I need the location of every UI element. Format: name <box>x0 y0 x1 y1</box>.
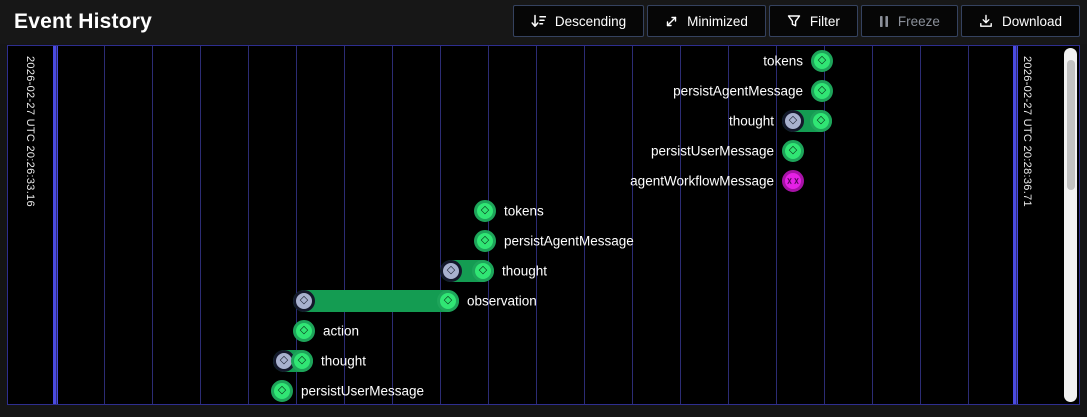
event-label: action <box>323 323 360 339</box>
diamond-icon: ◇ <box>297 354 307 366</box>
gridline <box>920 46 921 404</box>
event-label: persistAgentMessage <box>673 83 803 99</box>
timeline-plot: ◇ tokens ◇ persistAgentMessage ◇ ◇ thought ◇ per… <box>8 46 1079 404</box>
filter-button-label: Filter <box>809 13 840 29</box>
event-marker-green[interactable]: ◇ <box>811 80 833 102</box>
diamond-icon: ◇ <box>788 114 798 126</box>
event-marker-green[interactable]: ◇ <box>811 50 833 72</box>
event-label: persistUserMessage <box>650 143 774 159</box>
gridline <box>344 46 345 404</box>
event-marker-green[interactable]: ◇ <box>810 110 832 132</box>
event-label: agentWorkflowMessage <box>630 173 774 189</box>
timeline-start-edge-bar <box>53 46 58 404</box>
minimize-icon <box>665 15 678 28</box>
event-duration-bar[interactable] <box>293 290 459 312</box>
gridline <box>56 46 57 404</box>
event-label: thought <box>728 113 774 129</box>
gridline <box>872 46 873 404</box>
event-label: thought <box>321 353 367 369</box>
event-marker-magenta[interactable] <box>782 170 804 192</box>
gridline <box>1016 46 1017 404</box>
download-button-label: Download <box>1001 13 1062 29</box>
minimized-button-label: Minimized <box>687 13 748 29</box>
diamond-icon: ◇ <box>443 294 453 306</box>
diamond-icon: ◇ <box>299 294 309 306</box>
event-label: tokens <box>504 203 544 219</box>
gridline <box>248 46 249 404</box>
event-marker-green[interactable]: ◇ <box>291 350 313 372</box>
event-marker-green[interactable]: ◇ <box>437 290 459 312</box>
event-label: observation <box>467 293 537 309</box>
gridline <box>632 46 633 404</box>
gridline <box>392 46 393 404</box>
timeline-end-timestamp: 2026-02-27 UTC 20:28:36.71 <box>1021 56 1033 207</box>
event-marker-green[interactable]: ◇ <box>782 140 804 162</box>
download-icon <box>979 14 993 28</box>
scrollbar-thumb[interactable] <box>1066 60 1075 190</box>
event-label: persistUserMessage <box>301 383 425 399</box>
diamond-icon: ◇ <box>279 354 289 366</box>
toolbar: Descending Minimized Filter Freeze Downl… <box>512 5 1080 37</box>
diamond-icon: ◇ <box>478 264 488 276</box>
gridline <box>968 46 969 404</box>
event-marker-gray[interactable]: ◇ <box>293 290 315 312</box>
event-marker-green[interactable]: ◇ <box>271 380 293 402</box>
gridline <box>200 46 201 404</box>
event-marker-green[interactable]: ◇ <box>474 230 496 252</box>
diamond-icon: ◇ <box>277 384 287 396</box>
workflow-icon <box>787 172 799 190</box>
filter-button[interactable]: Filter <box>768 5 858 37</box>
gridline <box>776 46 777 404</box>
descending-button[interactable]: Descending <box>512 5 645 37</box>
event-marker-gray[interactable]: ◇ <box>782 110 804 132</box>
gridline <box>152 46 153 404</box>
gridline <box>584 46 585 404</box>
gridline <box>728 46 729 404</box>
header-bar: Event History Descending Minimized Filte… <box>0 0 1087 44</box>
diamond-icon: ◇ <box>446 264 456 276</box>
event-marker-green[interactable]: ◇ <box>472 260 494 282</box>
download-button[interactable]: Download <box>960 5 1080 37</box>
timeline-start-timestamp: 2026-02-27 UTC 20:26:33.16 <box>24 56 36 207</box>
scrollbar-track[interactable] <box>1064 48 1077 402</box>
gridline <box>440 46 441 404</box>
gridline <box>536 46 537 404</box>
diamond-icon: ◇ <box>817 54 827 66</box>
filter-funnel-icon <box>787 14 801 28</box>
sort-descending-icon <box>531 14 546 28</box>
gridline <box>824 46 825 404</box>
event-label: tokens <box>763 53 803 69</box>
event-label: thought <box>502 263 548 279</box>
event-marker-gray[interactable]: ◇ <box>440 260 462 282</box>
gridline <box>104 46 105 404</box>
page-title: Event History <box>14 10 152 33</box>
descending-button-label: Descending <box>554 13 627 29</box>
event-marker-green[interactable]: ◇ <box>474 200 496 222</box>
diamond-icon: ◇ <box>480 234 490 246</box>
minimized-button[interactable]: Minimized <box>647 5 766 37</box>
diamond-icon: ◇ <box>817 84 827 96</box>
gridline <box>296 46 297 404</box>
pause-icon <box>879 15 889 28</box>
gridline <box>488 46 489 404</box>
freeze-button-label: Freeze <box>897 13 940 29</box>
gridline <box>680 46 681 404</box>
event-marker-green[interactable]: ◇ <box>293 320 315 342</box>
freeze-button[interactable]: Freeze <box>860 5 958 37</box>
event-label: persistAgentMessage <box>504 233 634 249</box>
timeline-end-edge-bar <box>1013 46 1018 404</box>
diamond-icon: ◇ <box>788 144 798 156</box>
diamond-icon: ◇ <box>816 114 826 126</box>
diamond-icon: ◇ <box>480 204 490 216</box>
timeline-panel: 2026-02-27 UTC 20:26:33.16 2026-02-27 UT… <box>7 45 1080 405</box>
diamond-icon: ◇ <box>299 324 309 336</box>
